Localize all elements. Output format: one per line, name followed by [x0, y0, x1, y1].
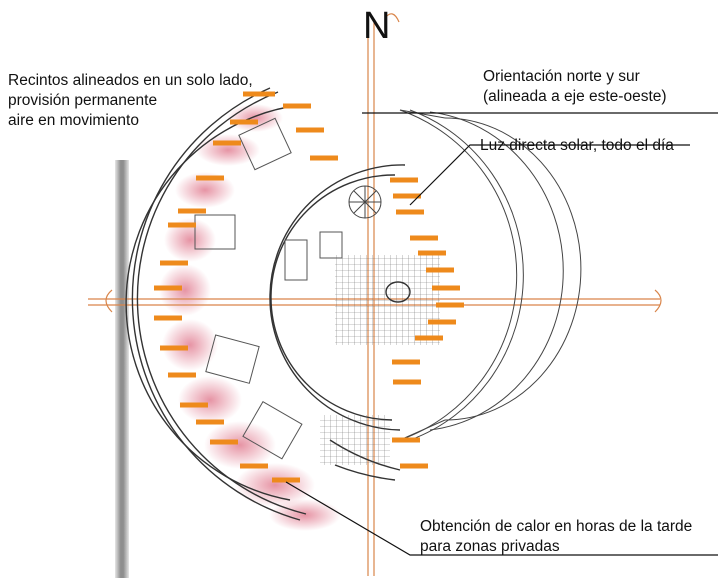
sunlight-annotation: Luz directa solar, todo el día: [480, 136, 674, 156]
room-outlines: [194, 117, 343, 460]
orientation-annotation: Orientación norte y sur (alineada a eje …: [483, 67, 667, 107]
annotation-line: provisión permanente: [8, 92, 158, 109]
annotation-line: para zonas privadas: [420, 538, 560, 555]
annotation-line: Luz directa solar, todo el día: [480, 137, 674, 154]
living-floor-grid: [335, 255, 440, 345]
dining-table: [348, 185, 382, 219]
east-terrace-arcs: [399, 109, 582, 441]
annotation-line: aire en movimiento: [8, 112, 139, 129]
annotation-lines: [285, 112, 718, 556]
house-walls: [125, 87, 406, 521]
ventilation-markers: [154, 91, 464, 483]
annotation-line: (alineada a eje este-oeste): [483, 88, 667, 105]
center-furniture: [385, 281, 411, 303]
ventilation-annotation: Recintos alineados en un solo lado, prov…: [8, 71, 253, 131]
wind-barrier: [115, 160, 129, 578]
north-indicator: N: [363, 5, 391, 47]
heat-gain-annotation: Obtención de calor en horas de la tarde …: [420, 517, 692, 557]
heat-gain-zone: [159, 104, 341, 531]
annotation-line: Obtención de calor en horas de la tarde: [420, 518, 693, 535]
annotation-line: Orientación norte y sur: [483, 68, 640, 85]
kitchen-floor-grid: [320, 415, 390, 465]
annotation-line: Recintos alineados en un solo lado,: [8, 72, 253, 89]
